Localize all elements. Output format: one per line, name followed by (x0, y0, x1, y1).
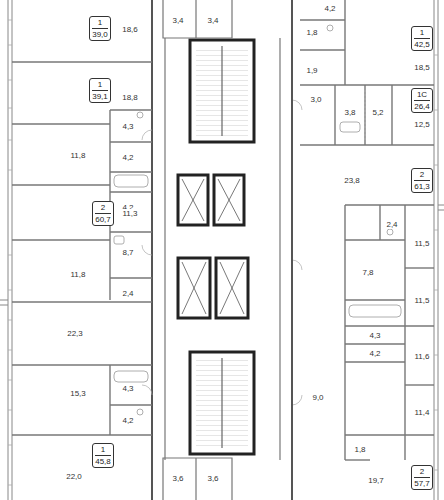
apartment-rooms: 1 (95, 445, 111, 456)
apartment-badge: 1С26,4 (411, 88, 433, 113)
room-area: 4,2 (368, 349, 381, 358)
partition-wall (292, 0, 434, 500)
room-area: 11,5 (414, 239, 431, 248)
bathtub (114, 112, 148, 415)
room-area: 22,0 (65, 472, 83, 481)
apartment-rooms: 1 (92, 18, 108, 29)
stair (196, 46, 248, 448)
apartment-area: 39,0 (92, 30, 108, 39)
apartment-badge: 139,0 (89, 16, 111, 41)
room-area: 2,4 (121, 289, 134, 298)
apartment-rooms: 1 (92, 80, 108, 91)
apartment-badge: 145,8 (92, 443, 114, 468)
apartment-badge: 142,5 (411, 26, 433, 51)
apartment-area: 26,4 (414, 102, 430, 111)
room-area: 4,3 (368, 331, 381, 340)
apartment-badge: 257,7 (411, 465, 433, 490)
apartment-rooms: 2 (414, 170, 430, 181)
apartment-area: 61,3 (414, 182, 430, 191)
room-area: 18,5 (413, 63, 431, 72)
room-area: 19,7 (367, 476, 385, 485)
room-area: 12,5 (413, 120, 431, 129)
room-area: 23,8 (343, 176, 361, 185)
apartment-badge: 261,3 (411, 168, 433, 193)
window (8, 20, 438, 485)
room-area: 4,2 (121, 416, 134, 425)
room-area: 11,5 (414, 296, 431, 305)
room-area: 22,3 (66, 329, 84, 338)
apartment-rooms: 1 (414, 28, 430, 39)
room-area: 18,6 (121, 25, 139, 34)
shaft-room (163, 0, 232, 500)
room-area: 11,3 (122, 209, 139, 218)
room-area: 9,0 (311, 393, 324, 402)
room-area: 15,3 (69, 389, 87, 398)
apartment-area: 60,7 (95, 215, 111, 224)
room-area: 4,2 (121, 153, 134, 162)
room-area: 3,6 (171, 474, 184, 483)
room-area: 1,9 (305, 66, 318, 75)
apartment-area: 39,1 (92, 92, 108, 101)
apartment-rooms: 1С (414, 90, 430, 101)
apartment-badge: 260,7 (92, 201, 114, 226)
elevator (182, 179, 244, 314)
bathtub (327, 25, 401, 317)
room-area: 1,8 (353, 445, 366, 454)
room-area: 4,3 (121, 122, 134, 131)
room-area: 3,4 (206, 16, 219, 25)
room-area: 11,4 (414, 408, 431, 417)
apartment-badge: 139,1 (89, 78, 111, 103)
apartment-area: 57,7 (414, 479, 430, 488)
apartment-area: 42,5 (414, 40, 430, 49)
room-area: 3,0 (309, 95, 322, 104)
room-area: 8,7 (121, 248, 134, 257)
room-area: 4,3 (121, 384, 134, 393)
apartment-rooms: 2 (414, 467, 430, 478)
room-area: 5,2 (371, 108, 384, 117)
room-area: 11,8 (70, 151, 87, 160)
apartment-area: 45,8 (95, 457, 111, 466)
balcony (365, 90, 366, 140)
partition-wall (12, 0, 152, 500)
room-area: 11,6 (414, 352, 431, 361)
room-area: 1,8 (305, 28, 318, 37)
room-area: 11,8 (70, 270, 87, 279)
room-area: 18,8 (121, 93, 139, 102)
room-area: 2,4 (385, 220, 398, 229)
room-area: 3,6 (206, 474, 219, 483)
room-area: 7,8 (361, 268, 374, 277)
room-area: 3,8 (343, 108, 356, 117)
room-area: 4,2 (323, 4, 336, 13)
apartment-rooms: 2 (95, 203, 111, 214)
core-wall (165, 38, 280, 460)
room-area: 3,4 (171, 16, 184, 25)
